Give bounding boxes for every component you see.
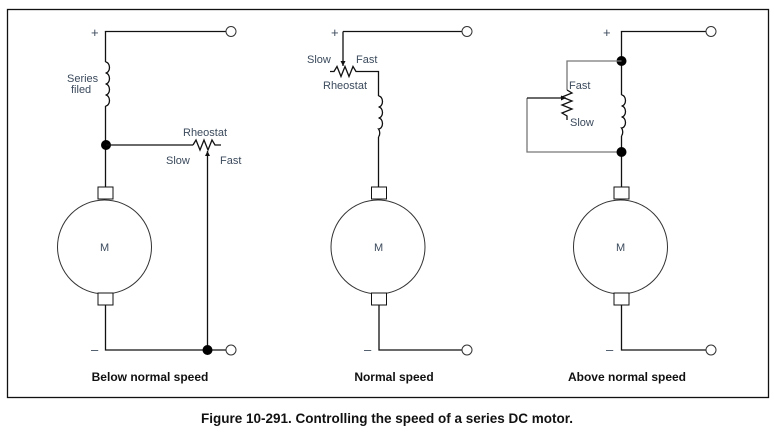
negative-terminal [461,344,473,356]
negative-return-wire [378,305,462,351]
positive-terminal [461,26,473,37]
motor-label: M [100,242,109,254]
figure-caption: Figure 10-291. Controlling the speed of … [201,411,573,426]
fast-label: Fast [569,80,590,92]
lower-junction-dot [616,147,627,157]
positive-supply-wire [104,30,226,33]
slow-label: Slow [570,117,594,129]
diverter-upper-wire [566,60,622,90]
negative-sign: – [91,342,99,357]
motor-label: M [374,242,383,254]
series-field-label: Series [67,73,99,85]
series-field-coil-icon [105,61,111,107]
motor-label: M [616,242,625,254]
top-brush [97,186,114,200]
circuit-caption: Normal speed [354,370,433,384]
negative-return-wire [104,305,226,351]
series-field-coil-icon [620,94,627,137]
circuit-normal-speed: + Slow Fast Rheostat M – Normal speed [307,25,473,384]
series-field-label-line2: filed [71,84,91,96]
rheostat-icon [560,89,574,120]
positive-sign: + [91,25,99,40]
circuit-caption: Below normal speed [92,370,209,384]
diverter-lower-wire [526,98,622,153]
rheostat-label: Rheostat [183,127,227,139]
negative-terminal [225,344,237,356]
rheostat-label: Rheostat [323,80,367,92]
circuit-caption: Above normal speed [568,370,686,384]
bottom-brush [371,292,387,306]
negative-terminal [705,344,717,356]
top-brush [371,186,387,200]
circuit-above-normal-speed: + Fast Slow M – Above normal speed [526,25,717,384]
positive-terminal [225,26,237,37]
positive-sign: + [331,25,339,40]
series-field-coil-icon [377,95,384,138]
positive-terminal [705,26,717,37]
positive-supply-wire [620,30,706,33]
rheostat-icon [330,64,380,96]
top-brush [613,186,630,200]
circuit-below-normal-speed: + Series filed Rheostat Slow Fast M – Be… [57,25,241,384]
return-junction-dot [202,345,213,355]
fast-label: Fast [356,54,377,66]
bottom-brush [613,292,630,306]
rheostat-icon [192,138,221,152]
fast-label: Fast [220,155,241,167]
bottom-brush [97,292,114,306]
negative-return-wire [620,305,706,351]
slow-label: Slow [166,155,190,167]
slow-label: Slow [307,54,331,66]
positive-sign: + [603,25,611,40]
negative-sign: – [606,342,614,357]
negative-sign: – [364,342,372,357]
figure-frame [6,8,770,399]
